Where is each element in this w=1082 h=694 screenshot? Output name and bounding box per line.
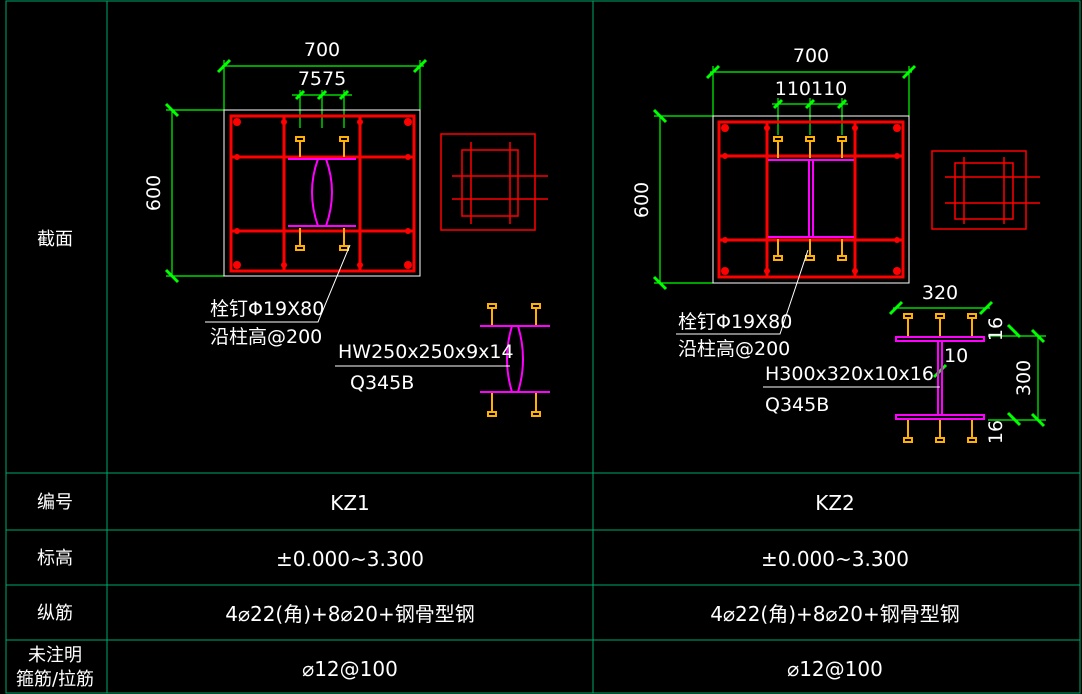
- kz1-steel-spec: HW250x250x9x14: [338, 341, 514, 363]
- kz2-stud-leader: [676, 249, 809, 335]
- kz1-section: 700 7575 600: [143, 39, 550, 417]
- kz2-dim-width: 700: [793, 45, 829, 67]
- row-label-stirrup-line2: 箍筋/拉筋: [16, 669, 94, 690]
- kz2-steel: [768, 159, 854, 238]
- kz2-number: KZ2: [815, 491, 855, 515]
- kz2-dim-flange-width: 320: [922, 282, 958, 304]
- kz2-bars: [721, 124, 901, 275]
- kz1-rebar: [229, 114, 416, 273]
- kz2-elevation: ±0.000~3.300: [761, 547, 909, 571]
- row-label-section: 截面: [37, 229, 73, 250]
- kz1-dimensions: [164, 58, 428, 284]
- kz2-dimensions: [652, 64, 917, 291]
- kz2-stud-note-2: 沿柱高@200: [678, 338, 790, 360]
- kz1-stud-note-1: 栓钉Φ19X80: [210, 298, 324, 320]
- kz1-bars: [233, 118, 412, 269]
- kz2-long-bars: 4⌀22(角)+8⌀20+钢骨型钢: [710, 602, 960, 626]
- kz1-stud-leader: [205, 244, 351, 323]
- kz2-dim-web: 10: [944, 345, 968, 367]
- kz2-steel-grade: Q345B: [765, 394, 829, 416]
- kz1-steel-grade: Q345B: [350, 372, 414, 394]
- kz2-dim-height: 600: [631, 182, 653, 218]
- table-border: [5, 0, 1081, 694]
- kz1-concrete-outline: [223, 109, 421, 277]
- kz2-rebar: [717, 120, 905, 279]
- row-label-long-bars: 纵筋: [37, 603, 73, 624]
- kz1-dim-stud-spacing: 7575: [298, 68, 346, 90]
- kz2-steel-spec: H300x320x10x16: [765, 363, 934, 385]
- kz1-long-bars: 4⌀22(角)+8⌀20+钢骨型钢: [225, 602, 475, 626]
- kz2-steel-detail: [763, 300, 1046, 443]
- kz1-elevation: ±0.000~3.300: [276, 547, 424, 571]
- row-label-stirrup-line1: 未注明: [28, 645, 82, 666]
- kz1-steel: [288, 158, 356, 227]
- kz2-stud-note-1: 栓钉Φ19X80: [678, 311, 792, 333]
- kz2-studs: [773, 136, 847, 261]
- kz2-dim-flange-top: 16: [985, 317, 1007, 341]
- kz1-stud-note-2: 沿柱高@200: [210, 326, 322, 348]
- kz1-steel-detail: [335, 303, 550, 417]
- kz2-section: 700 110110 600: [631, 45, 1046, 444]
- kz1-tie-detail: [440, 133, 548, 231]
- kz1-stirrup: ⌀12@100: [302, 657, 398, 681]
- kz2-dim-depth: 300: [1013, 360, 1035, 396]
- kz2-dim-flange-bottom: 16: [985, 420, 1007, 444]
- table-grid: [5, 0, 1081, 694]
- kz1-studs: [295, 136, 349, 251]
- kz1-number: KZ1: [330, 491, 370, 515]
- row-label-elevation: 标高: [37, 548, 73, 569]
- kz1-dim-height: 600: [143, 175, 165, 211]
- kz2-concrete-outline: [712, 115, 910, 284]
- kz1-dim-width: 700: [304, 39, 340, 61]
- kz2-stirrup: ⌀12@100: [787, 657, 883, 681]
- kz2-tie-detail: [931, 150, 1040, 230]
- row-label-number: 编号: [37, 492, 73, 513]
- kz2-dim-stud-spacing: 110110: [775, 78, 848, 100]
